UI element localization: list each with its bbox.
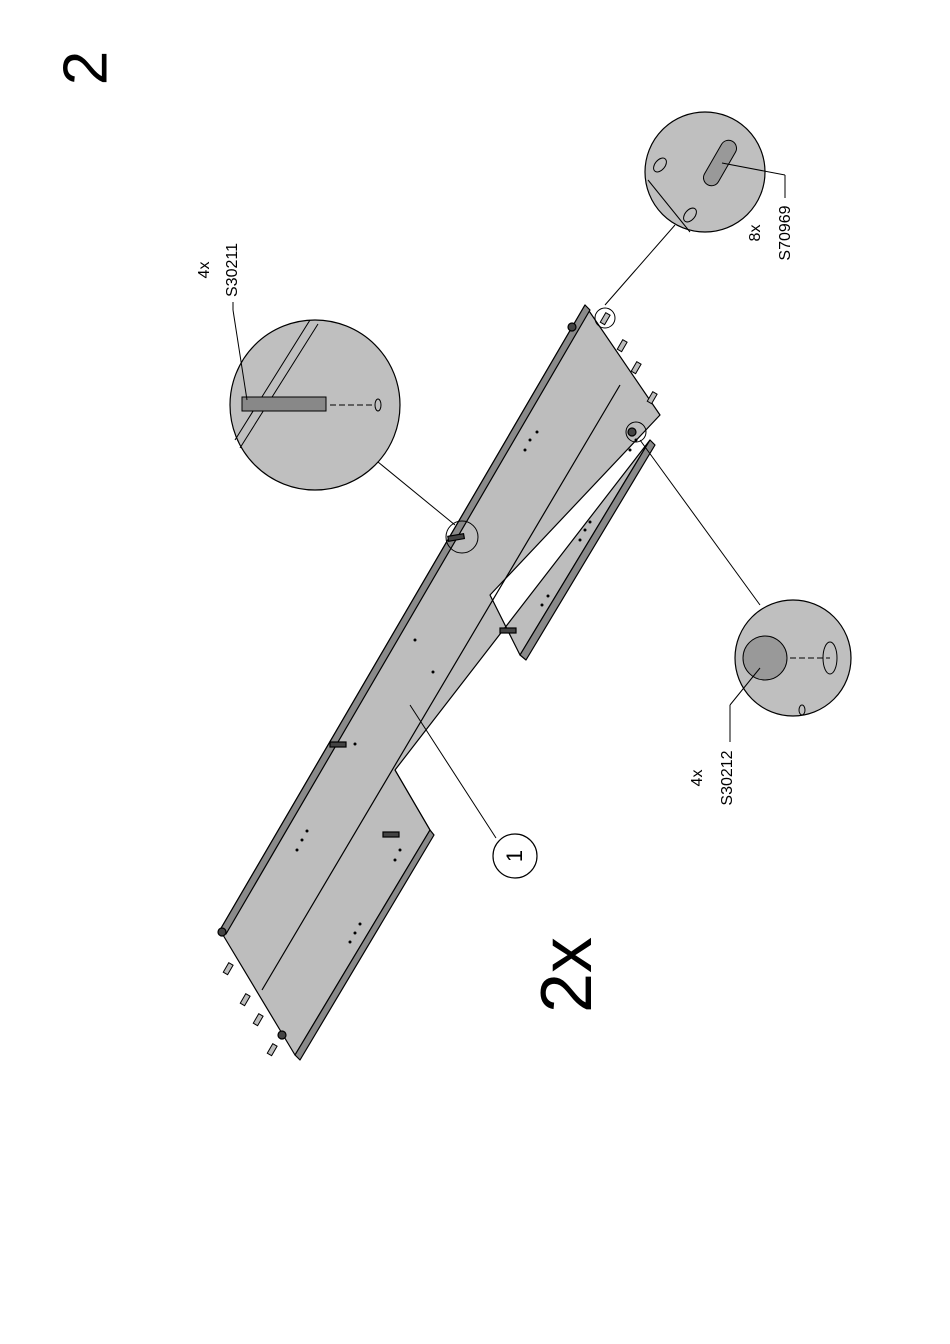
cam-bolt-qty: 4x	[196, 262, 213, 279]
multiplier-label: 2x	[527, 937, 607, 1013]
dowel-code: S70969	[777, 205, 794, 260]
part-number: 1	[502, 850, 527, 862]
cam-bolt-code: S30211	[224, 243, 241, 297]
cam-bolt-icon	[242, 397, 326, 411]
dowel-qty: 8x	[747, 225, 764, 242]
cam-lock-detail	[626, 422, 851, 742]
cam-lock-qty: 4x	[689, 770, 706, 787]
step-number: 2	[51, 51, 120, 85]
dowel-detail	[595, 112, 785, 328]
cam-bolt-detail	[230, 302, 478, 553]
cam-lock-code: S30212	[719, 750, 736, 805]
cam-lock-icon	[743, 636, 787, 680]
